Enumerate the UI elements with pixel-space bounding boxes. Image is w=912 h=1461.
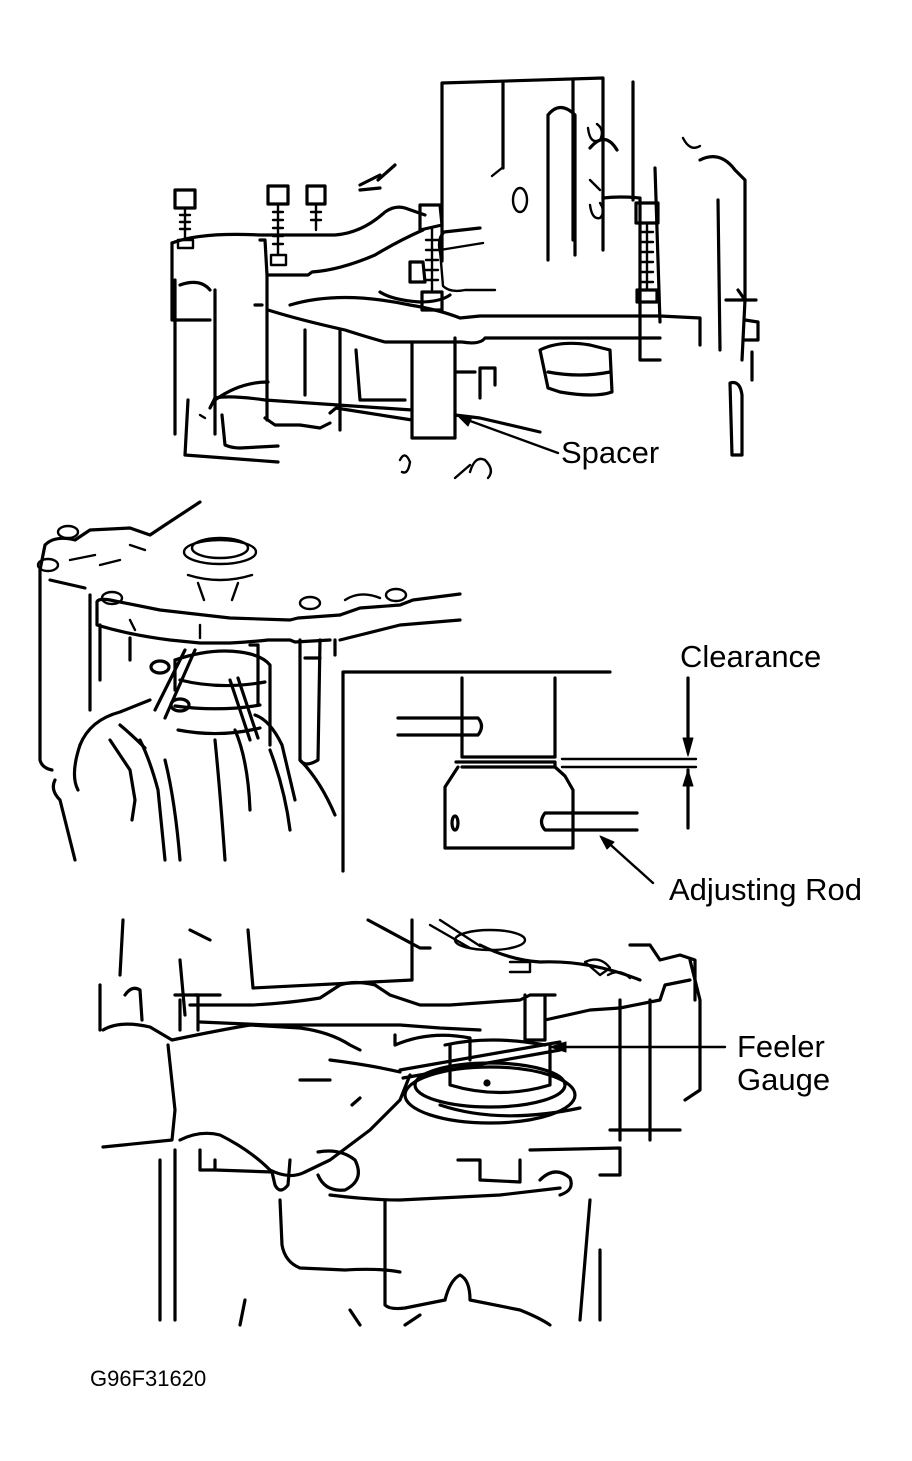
spacer-leader-arrow: [457, 415, 560, 455]
transmission-case: [437, 76, 760, 457]
bolt-center-left: [266, 184, 290, 267]
feeler-gauge-leader-arrow: [549, 1041, 727, 1053]
bolt-center: [305, 184, 327, 232]
arm-and-hand: [101, 1022, 412, 1178]
adjusting-rod-leader-arrow: [601, 836, 655, 885]
piston-and-tools: [149, 648, 272, 747]
panel-spacer-installation: [170, 76, 760, 480]
piston-and-feeler-gauge: [393, 1033, 582, 1125]
panel-clearance-measurement: [36, 500, 698, 885]
callout-spacer: Spacer: [561, 435, 660, 470]
clearance-detail-inset: [341, 670, 698, 885]
bolt-right: [634, 201, 660, 304]
callout-feeler-gauge-line2: Gauge: [737, 1062, 831, 1097]
bolt-left: [173, 188, 197, 250]
lower-housing: [158, 1146, 622, 1327]
bridge-details: [428, 918, 632, 980]
puller-legs: [173, 278, 407, 436]
callout-feeler-gauge-line1: Feeler: [737, 1029, 825, 1064]
hands: [51, 698, 337, 862]
bolt-center-right: [418, 203, 444, 312]
panel-feeler-gauge-check: [98, 918, 727, 1327]
case-details: [438, 122, 702, 293]
figure-id-code: G96F31620: [90, 1366, 207, 1391]
housing-details: [36, 524, 408, 640]
callout-clearance: Clearance: [680, 639, 822, 674]
upper-case-and-bridge: [98, 918, 702, 1142]
puller-plate: [170, 163, 702, 440]
lower-housing: [183, 341, 614, 464]
lower-housing-details: [198, 413, 493, 480]
callout-adjusting-rod: Adjusting Rod: [669, 872, 863, 907]
